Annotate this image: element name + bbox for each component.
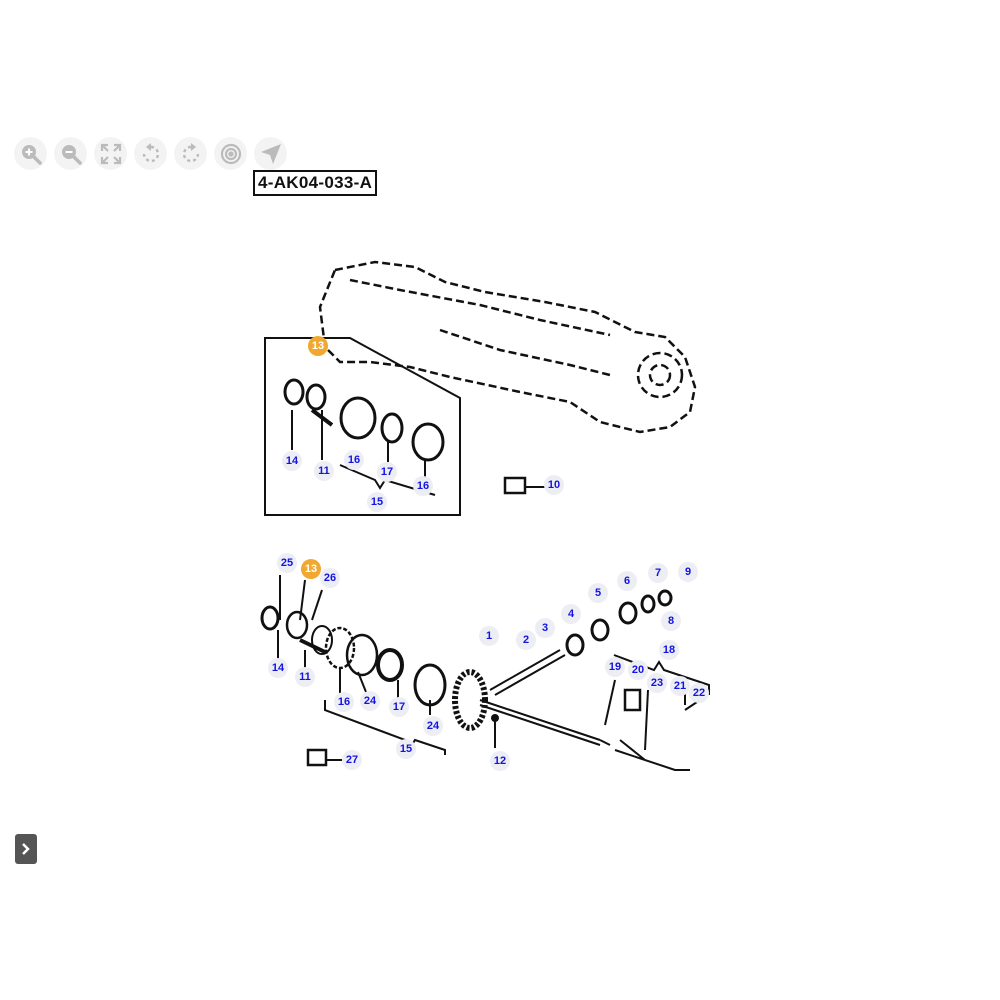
diagram-reference: 4-AK04-033-A <box>253 170 378 196</box>
fit-screen-button[interactable] <box>94 137 127 170</box>
navigate-button[interactable] <box>254 137 287 170</box>
rotate-left-icon <box>142 142 159 162</box>
zoom-in-button[interactable] <box>14 137 47 170</box>
chevron-right-icon <box>22 843 30 855</box>
callout-1[interactable]: 1 <box>479 626 499 646</box>
zoom-out-button[interactable] <box>54 137 87 170</box>
callout-16[interactable]: 16 <box>413 476 433 496</box>
callout-9[interactable]: 9 <box>678 562 698 582</box>
zoom-in-icon <box>21 144 42 165</box>
rotate-right-button[interactable] <box>174 137 207 170</box>
target-button[interactable] <box>214 137 247 170</box>
callout-15[interactable]: 15 <box>367 492 387 512</box>
callout-10[interactable]: 10 <box>544 475 564 495</box>
callout-13[interactable]: 13 <box>301 559 321 579</box>
callout-16[interactable]: 16 <box>344 450 364 470</box>
callout-22[interactable]: 22 <box>689 683 709 703</box>
callout-18[interactable]: 18 <box>659 640 679 660</box>
callout-8[interactable]: 8 <box>661 611 681 631</box>
callout-15[interactable]: 15 <box>396 739 416 759</box>
callout-21[interactable]: 21 <box>670 676 690 696</box>
upper-detail-box <box>264 337 545 516</box>
rotate-left-button[interactable] <box>134 137 167 170</box>
callout-27[interactable]: 27 <box>342 750 362 770</box>
callout-19[interactable]: 19 <box>605 657 625 677</box>
callout-26[interactable]: 26 <box>320 568 340 588</box>
zoom-out-icon <box>61 144 82 165</box>
callout-12[interactable]: 12 <box>490 751 510 771</box>
rotate-right-icon <box>182 142 199 162</box>
callout-24[interactable]: 24 <box>360 691 380 711</box>
expand-sidebar-button[interactable] <box>15 834 37 864</box>
callout-4[interactable]: 4 <box>561 604 581 624</box>
callout-17[interactable]: 17 <box>389 697 409 717</box>
callout-11[interactable]: 11 <box>314 461 334 481</box>
callout-7[interactable]: 7 <box>648 563 668 583</box>
callout-14[interactable]: 14 <box>268 658 288 678</box>
callout-3[interactable]: 3 <box>535 618 555 638</box>
callout-14[interactable]: 14 <box>282 451 302 471</box>
callout-6[interactable]: 6 <box>617 571 637 591</box>
expand-icon <box>100 143 121 164</box>
callout-2[interactable]: 2 <box>516 630 536 650</box>
lower-exploded-view <box>260 575 710 771</box>
callout-11[interactable]: 11 <box>295 667 315 687</box>
callout-17[interactable]: 17 <box>377 462 397 482</box>
callout-5[interactable]: 5 <box>588 583 608 603</box>
callout-24[interactable]: 24 <box>423 716 443 736</box>
navigate-arrow-icon <box>260 143 281 164</box>
callout-20[interactable]: 20 <box>628 660 648 680</box>
callout-25[interactable]: 25 <box>277 553 297 573</box>
callout-23[interactable]: 23 <box>647 673 667 693</box>
callout-13[interactable]: 13 <box>308 336 328 356</box>
target-icon <box>220 143 241 164</box>
axle-housing <box>318 260 697 434</box>
callout-16[interactable]: 16 <box>334 692 354 712</box>
